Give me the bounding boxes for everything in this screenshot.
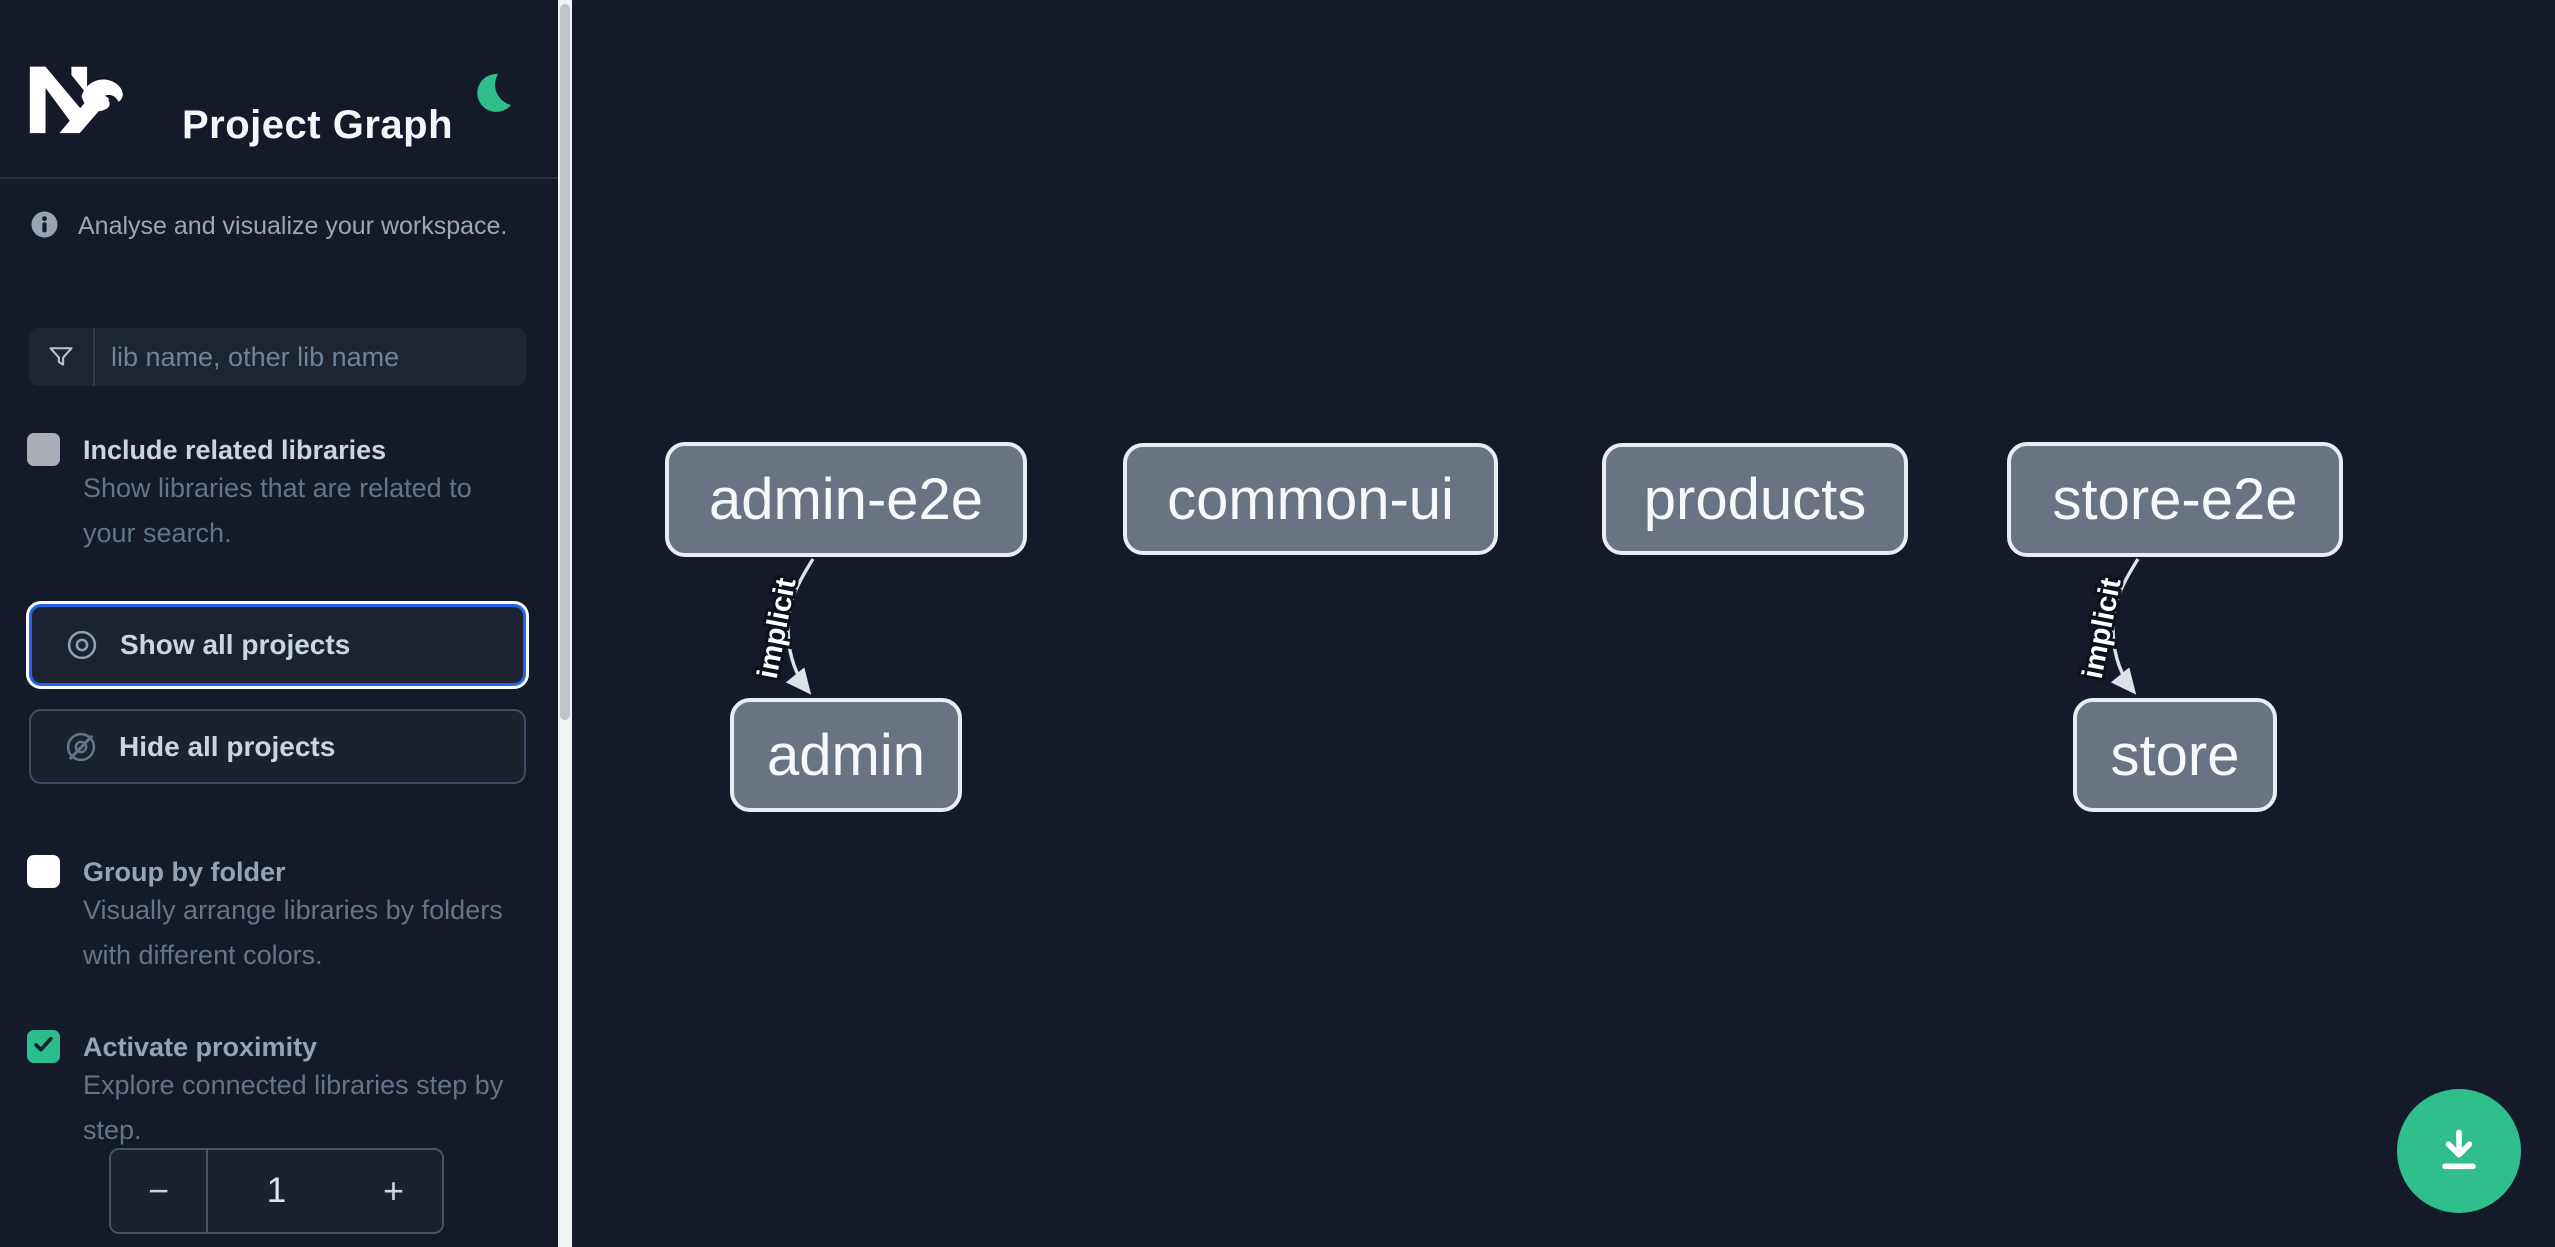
download-icon (2431, 1122, 2487, 1181)
info-icon (31, 211, 58, 243)
sidebar-scrollbar-thumb[interactable] (560, 4, 570, 720)
page-title: Project Graph (182, 102, 454, 147)
edge-label-implicit: implicit (752, 575, 803, 681)
header-divider (0, 177, 558, 179)
edge-admin-e2e-admin (785, 558, 815, 695)
nx-logo-icon (28, 64, 124, 139)
activate-proximity-description: Explore connected libraries step by step… (83, 1070, 504, 1145)
graph-node-store[interactable]: store (2073, 698, 2277, 812)
eye-icon (64, 627, 100, 663)
filter-box (29, 328, 526, 386)
activate-proximity-checkbox[interactable] (27, 1030, 60, 1063)
hide-all-projects-label: Hide all projects (119, 730, 336, 762)
download-image-button[interactable] (2397, 1089, 2521, 1213)
tagline: Analyse and visualize your workspace. (78, 212, 508, 240)
increment-button[interactable]: + (345, 1150, 442, 1232)
show-all-projects-label: Show all projects (120, 629, 351, 660)
eye-off-icon (63, 729, 99, 765)
filter-input[interactable] (95, 328, 526, 386)
include-related-description: Show libraries that are related to your … (83, 473, 472, 548)
decrement-button[interactable]: − (111, 1150, 206, 1232)
edge-store-e2e-store (2110, 558, 2140, 695)
funnel-icon (29, 328, 95, 386)
graph-node-store-e2e[interactable]: store-e2e (2007, 442, 2343, 557)
graph-node-common-ui[interactable]: common-ui (1123, 443, 1498, 555)
moon-icon (470, 73, 514, 117)
graph-node-admin[interactable]: admin (730, 698, 962, 812)
dark-mode-toggle[interactable] (470, 70, 514, 117)
group-by-folder-label: Group by folder (83, 857, 286, 887)
graph-node-admin-e2e[interactable]: admin-e2e (665, 442, 1027, 557)
hide-all-projects-button[interactable]: Hide all projects (29, 709, 526, 784)
group-by-folder-checkbox[interactable] (27, 855, 60, 888)
graph-node-products[interactable]: products (1602, 443, 1908, 555)
group-by-folder-description: Visually arrange libraries by folders wi… (83, 895, 503, 970)
checkmark-icon (31, 1032, 56, 1062)
include-related-checkbox[interactable] (27, 433, 60, 466)
depth-value[interactable]: 1 (205, 1150, 346, 1232)
sidebar: Project Graph Analyse and visualize your… (0, 0, 558, 1247)
edge-label-implicit: implicit (2077, 575, 2128, 681)
activate-proximity-label: Activate proximity (83, 1032, 318, 1062)
proximity-depth-stepper: − 1 + (109, 1148, 444, 1234)
include-related-label: Include related libraries (83, 435, 387, 465)
show-all-projects-button[interactable]: Show all projects (29, 604, 526, 686)
